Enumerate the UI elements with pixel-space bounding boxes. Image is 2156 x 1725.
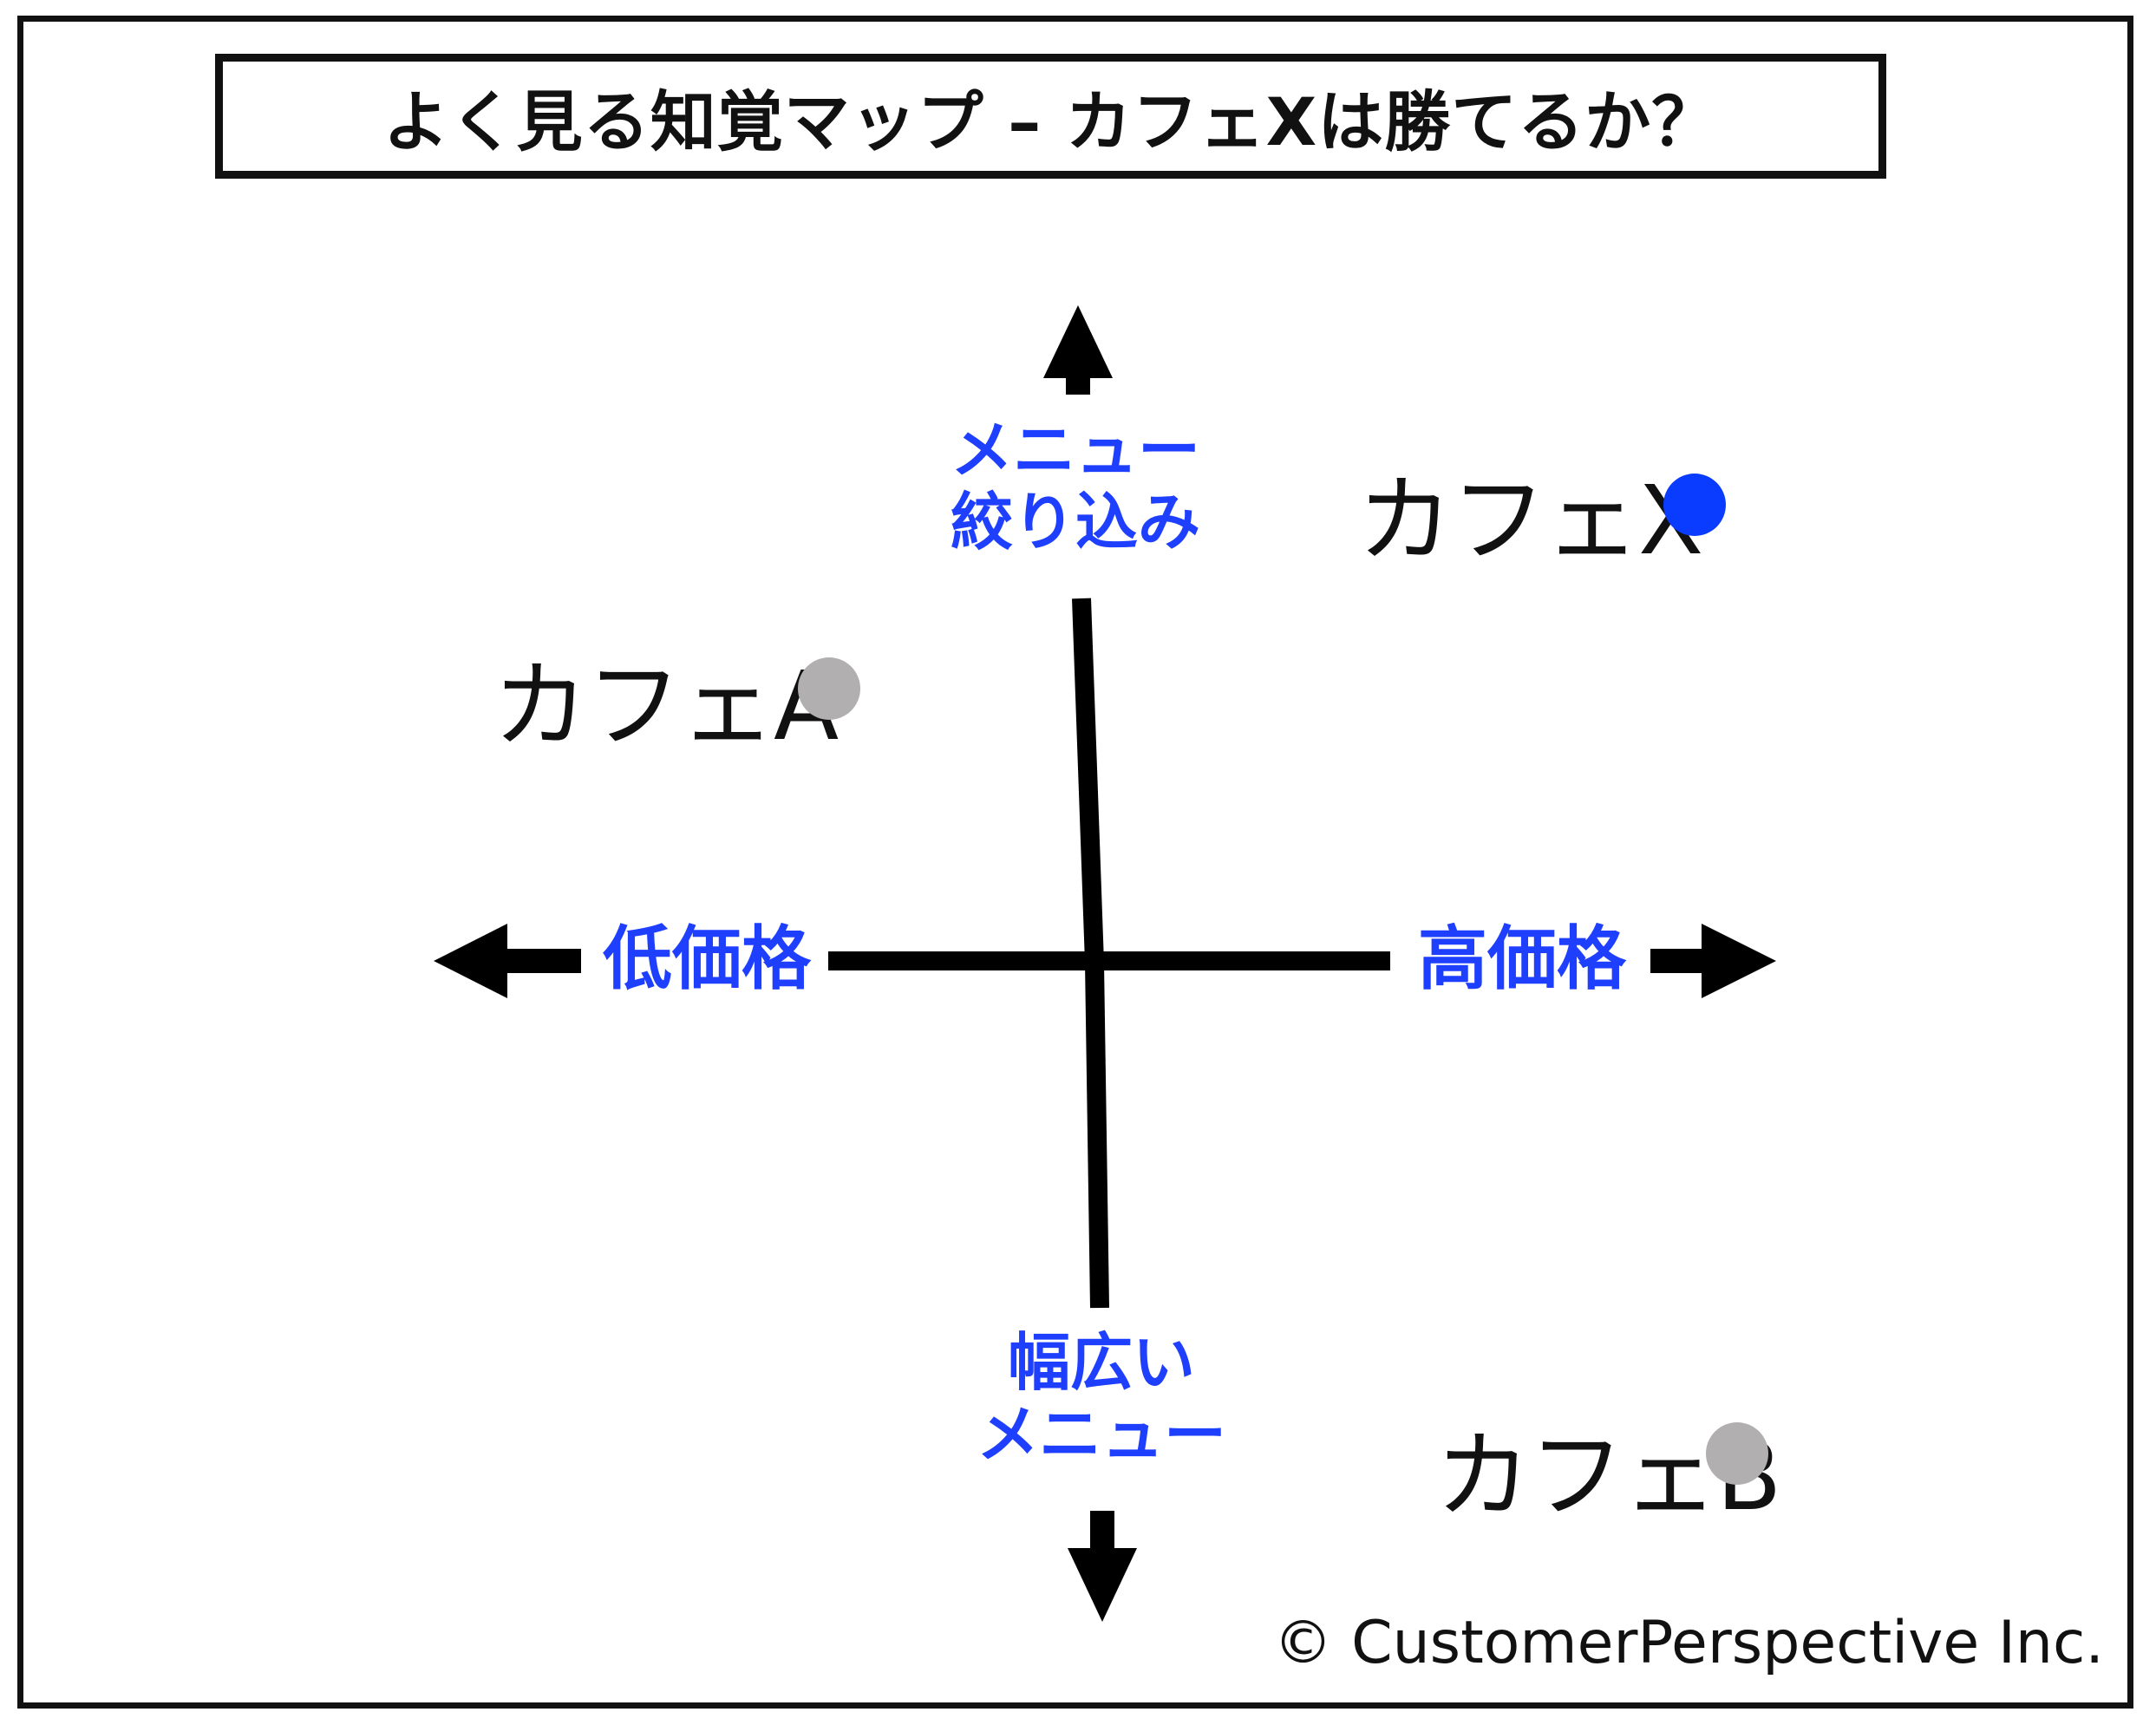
- arrow-left-icon: [434, 924, 507, 998]
- title-box: よく見る知覚マップ – カフェXは勝てるか？: [215, 54, 1886, 179]
- axis-label-right: 高価格: [1418, 918, 1626, 999]
- axis-label-left: 低価格: [603, 918, 811, 999]
- axis-label-bottom-line1: 幅広い: [1007, 1326, 1195, 1399]
- cafe-a-dot: [798, 657, 860, 720]
- vertical-axis-upper: [1072, 598, 1104, 964]
- cafe-x-dot: [1663, 474, 1726, 536]
- copyright-notice: © CustomerPerspective Inc.: [1273, 1609, 2104, 1677]
- axis-label-top: メニュー 絞り込み: [937, 415, 1214, 559]
- axis-label-top-line2: 絞り込み: [950, 485, 1200, 559]
- axis-label-bottom: 幅広い メニュー: [963, 1327, 1240, 1471]
- cafe-a-label: カフェA: [493, 650, 839, 761]
- cafe-x-label: カフェX: [1357, 465, 1703, 576]
- vertical-axis-lower: [1085, 962, 1109, 1309]
- outer-frame: [17, 16, 2133, 1709]
- page-title: よく見る知覚マップ – カフェXは勝てるか？: [382, 83, 1719, 160]
- arrow-right-icon: [1702, 924, 1776, 998]
- arrow-down-icon: [1068, 1548, 1137, 1622]
- arrow-up-icon: [1043, 305, 1113, 378]
- axis-label-top-line1: メニュー: [950, 414, 1200, 487]
- cafe-b-dot: [1706, 1422, 1768, 1485]
- axis-label-bottom-line2: メニュー: [976, 1397, 1226, 1471]
